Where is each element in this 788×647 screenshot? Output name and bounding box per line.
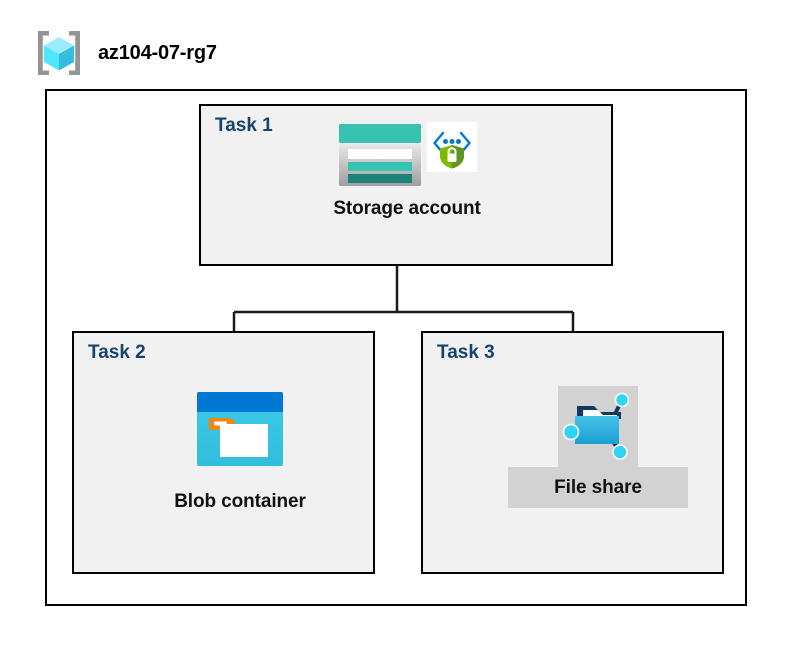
- file-share-icon-highlight: [558, 386, 638, 467]
- task-label-task3: Task 3: [437, 342, 495, 363]
- blob-container-icon: [195, 390, 285, 473]
- file-share-caption-highlight: File share: [508, 467, 688, 508]
- node-caption-file-share: File share: [554, 476, 642, 498]
- storage-account-icon: [337, 122, 423, 193]
- node-caption-storage-account: Storage account: [333, 198, 481, 219]
- node-blob-container: Blob container: [150, 390, 330, 513]
- storage-account-icon-row: [337, 122, 477, 192]
- task-label-task2: Task 2: [88, 342, 146, 363]
- node-file-share: File share: [508, 386, 688, 508]
- task-label-task1: Task 1: [215, 115, 273, 136]
- node-caption-blob-container: Blob container: [174, 491, 306, 512]
- node-storage-account: Storage account: [332, 122, 482, 220]
- resource-group-icon: [32, 28, 86, 78]
- file-share-icon: [561, 386, 635, 467]
- resource-group-title: az104-07-rg7: [98, 41, 217, 64]
- task-box-task1: Task 1: [199, 104, 613, 266]
- secure-encryption-icon: [427, 122, 477, 177]
- resource-group-header: az104-07-rg7: [32, 28, 217, 78]
